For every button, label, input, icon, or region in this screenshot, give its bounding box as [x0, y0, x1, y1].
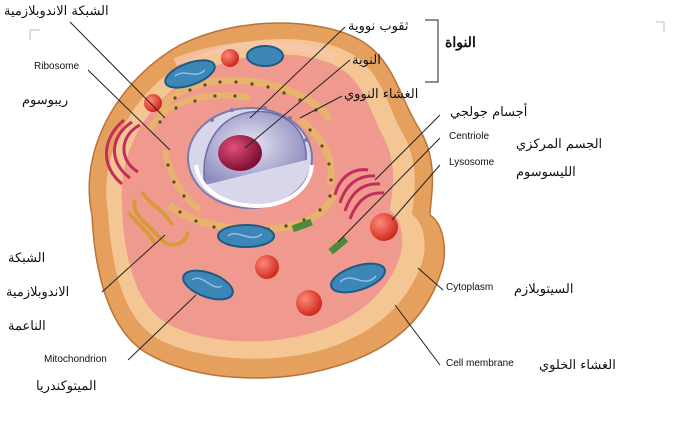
nuclear-envelope-label-ar: الغشاء النووي [344, 88, 418, 101]
lysosome [144, 94, 162, 112]
cytoplasm-label-en: Cytoplasm [446, 283, 493, 293]
nuclear-pores-label-ar: ثقوب نووية [348, 20, 408, 33]
lysosome [255, 255, 279, 279]
mitochondrion-label-en: Mitochondrion [44, 355, 107, 365]
rough-er-label-ar: الشبكة الاندوبلازمية [4, 5, 109, 18]
centriole-label-en: Centriole [449, 132, 489, 142]
golgi-label-ar: أجسام جولجي [450, 106, 527, 119]
ribosome-label-ar: ريبوسوم [22, 94, 68, 107]
centrosome-label-ar: الجسم المركزي [516, 138, 602, 151]
cell-membrane-label-en: Cell membrane [446, 359, 514, 369]
nucleolus-label-ar: النوية [352, 54, 381, 67]
ribosome-label-en: Ribosome [34, 62, 79, 72]
lysosome-label-ar: الليسوسوم [516, 166, 576, 179]
smooth-er-label-ar-3: الناعمة [8, 320, 46, 333]
smooth-er-label-ar-1: الشبكة [8, 252, 45, 265]
lysosome [296, 290, 322, 316]
smooth-er-label-ar-2: الاندوبلازمية [6, 286, 69, 299]
cytoplasm-label-ar: السيتوبلازم [514, 283, 573, 296]
nucleus-label-ar: النواة [445, 36, 476, 50]
lysosome-label-en: Lysosome [449, 158, 494, 168]
lysosome [221, 49, 239, 67]
mitochondrion-label-ar: الميتوكندريا [36, 380, 96, 393]
cell-membrane-label-ar: الغشاء الخلوي [539, 359, 616, 372]
nucleolus [218, 135, 262, 171]
mitochondrion [247, 46, 283, 66]
